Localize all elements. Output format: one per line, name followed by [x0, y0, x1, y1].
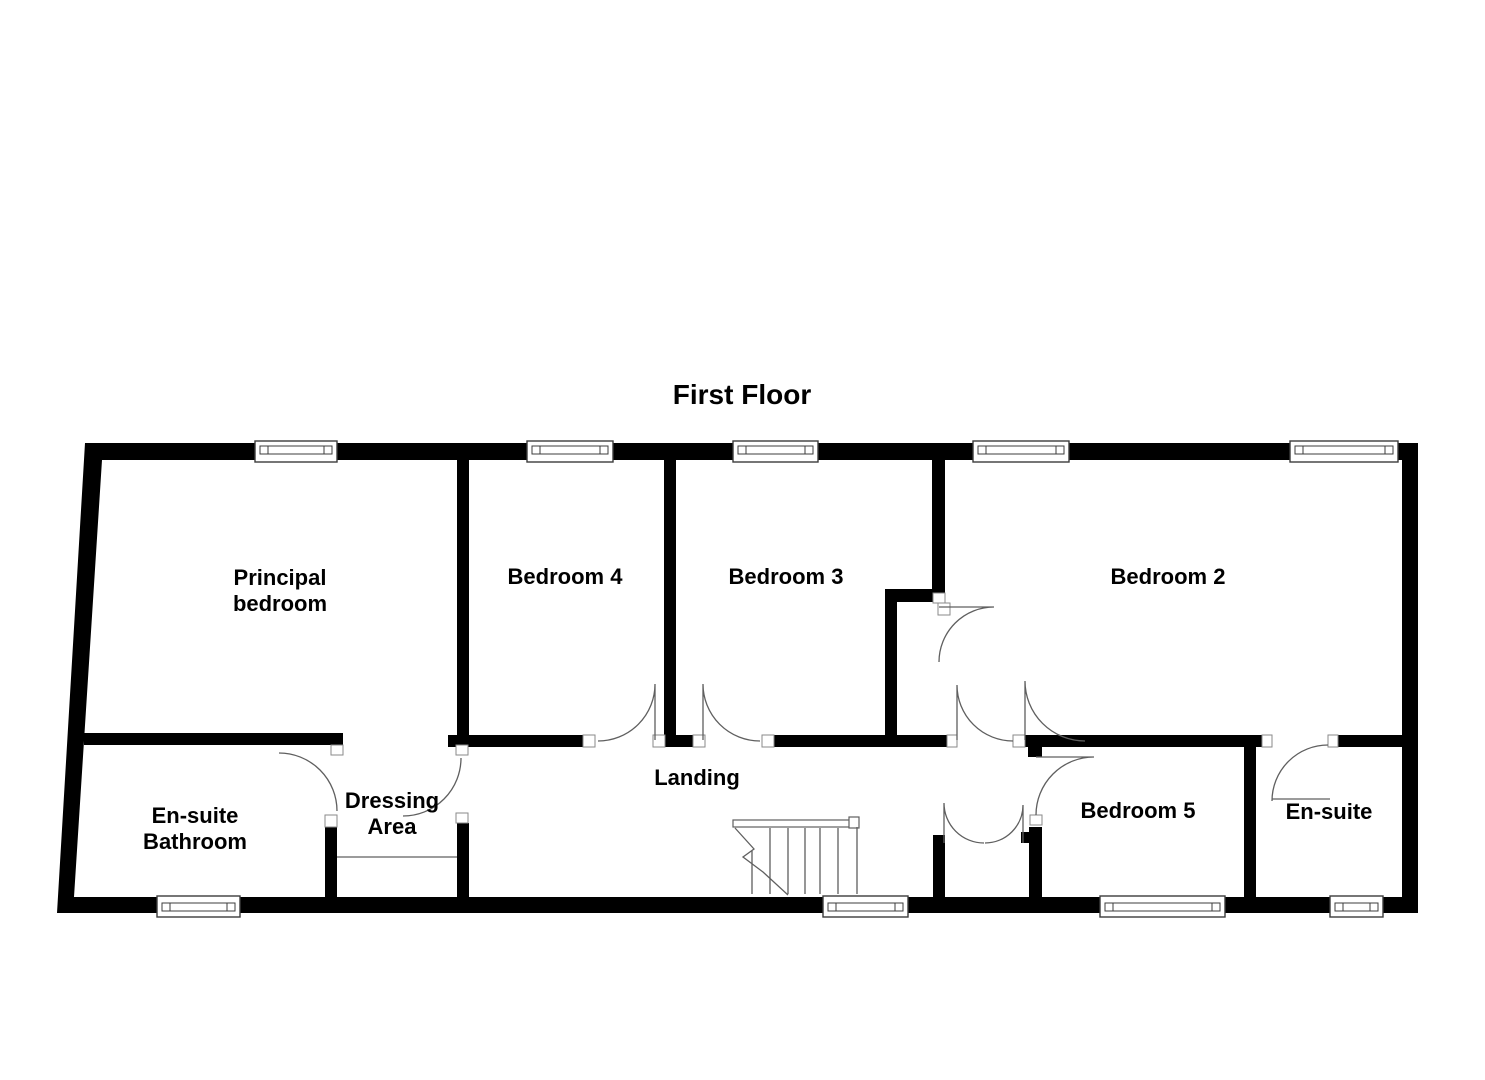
bedroom-4-door-arc: [597, 683, 656, 742]
room-label-ensuite: En-suite: [1285, 799, 1373, 825]
room-label-ensuite-bathroom: En-suite Bathroom: [143, 803, 247, 854]
exterior-walls: [57, 443, 1418, 913]
landing-door-right-arc: [1024, 680, 1086, 742]
dressing-area-door-arc: [402, 757, 462, 817]
room-label-landing: Landing: [654, 765, 740, 791]
interior-walls: [84, 458, 1403, 899]
ensuite-bathroom-door-arc: [278, 752, 338, 812]
cupboard-door-left-arc: [943, 802, 985, 844]
stair-newel-post: [848, 816, 860, 829]
landing-door-left-arc: [956, 684, 1014, 742]
staircase: [732, 816, 860, 896]
cupboard-door-right-arc: [984, 804, 1024, 844]
room-label-bedroom-5: Bedroom 5: [1080, 798, 1196, 824]
bedroom-5-door-arc: [1035, 756, 1095, 816]
room-label-bedroom-2: Bedroom 2: [1110, 564, 1226, 590]
room-label-bedroom-3: Bedroom 3: [728, 564, 844, 590]
door-jambs: [324, 592, 1339, 828]
floor-title: First Floor: [672, 379, 812, 410]
room-label-bedroom-4: Bedroom 4: [507, 564, 623, 590]
bedroom-2-door-arc: [938, 606, 995, 663]
stair-break-line: [734, 827, 789, 896]
bedroom-3-door-arc: [702, 683, 761, 742]
door-arcs: [278, 606, 1330, 844]
stair-treads: [751, 827, 858, 894]
room-label-dressing-area: Dressing Area: [344, 788, 440, 839]
windows: [156, 440, 1399, 918]
ensuite-door-arc: [1271, 744, 1330, 802]
room-label-principal-bedroom: Principal bedroom: [232, 565, 328, 616]
stair-handrail: [732, 819, 858, 828]
